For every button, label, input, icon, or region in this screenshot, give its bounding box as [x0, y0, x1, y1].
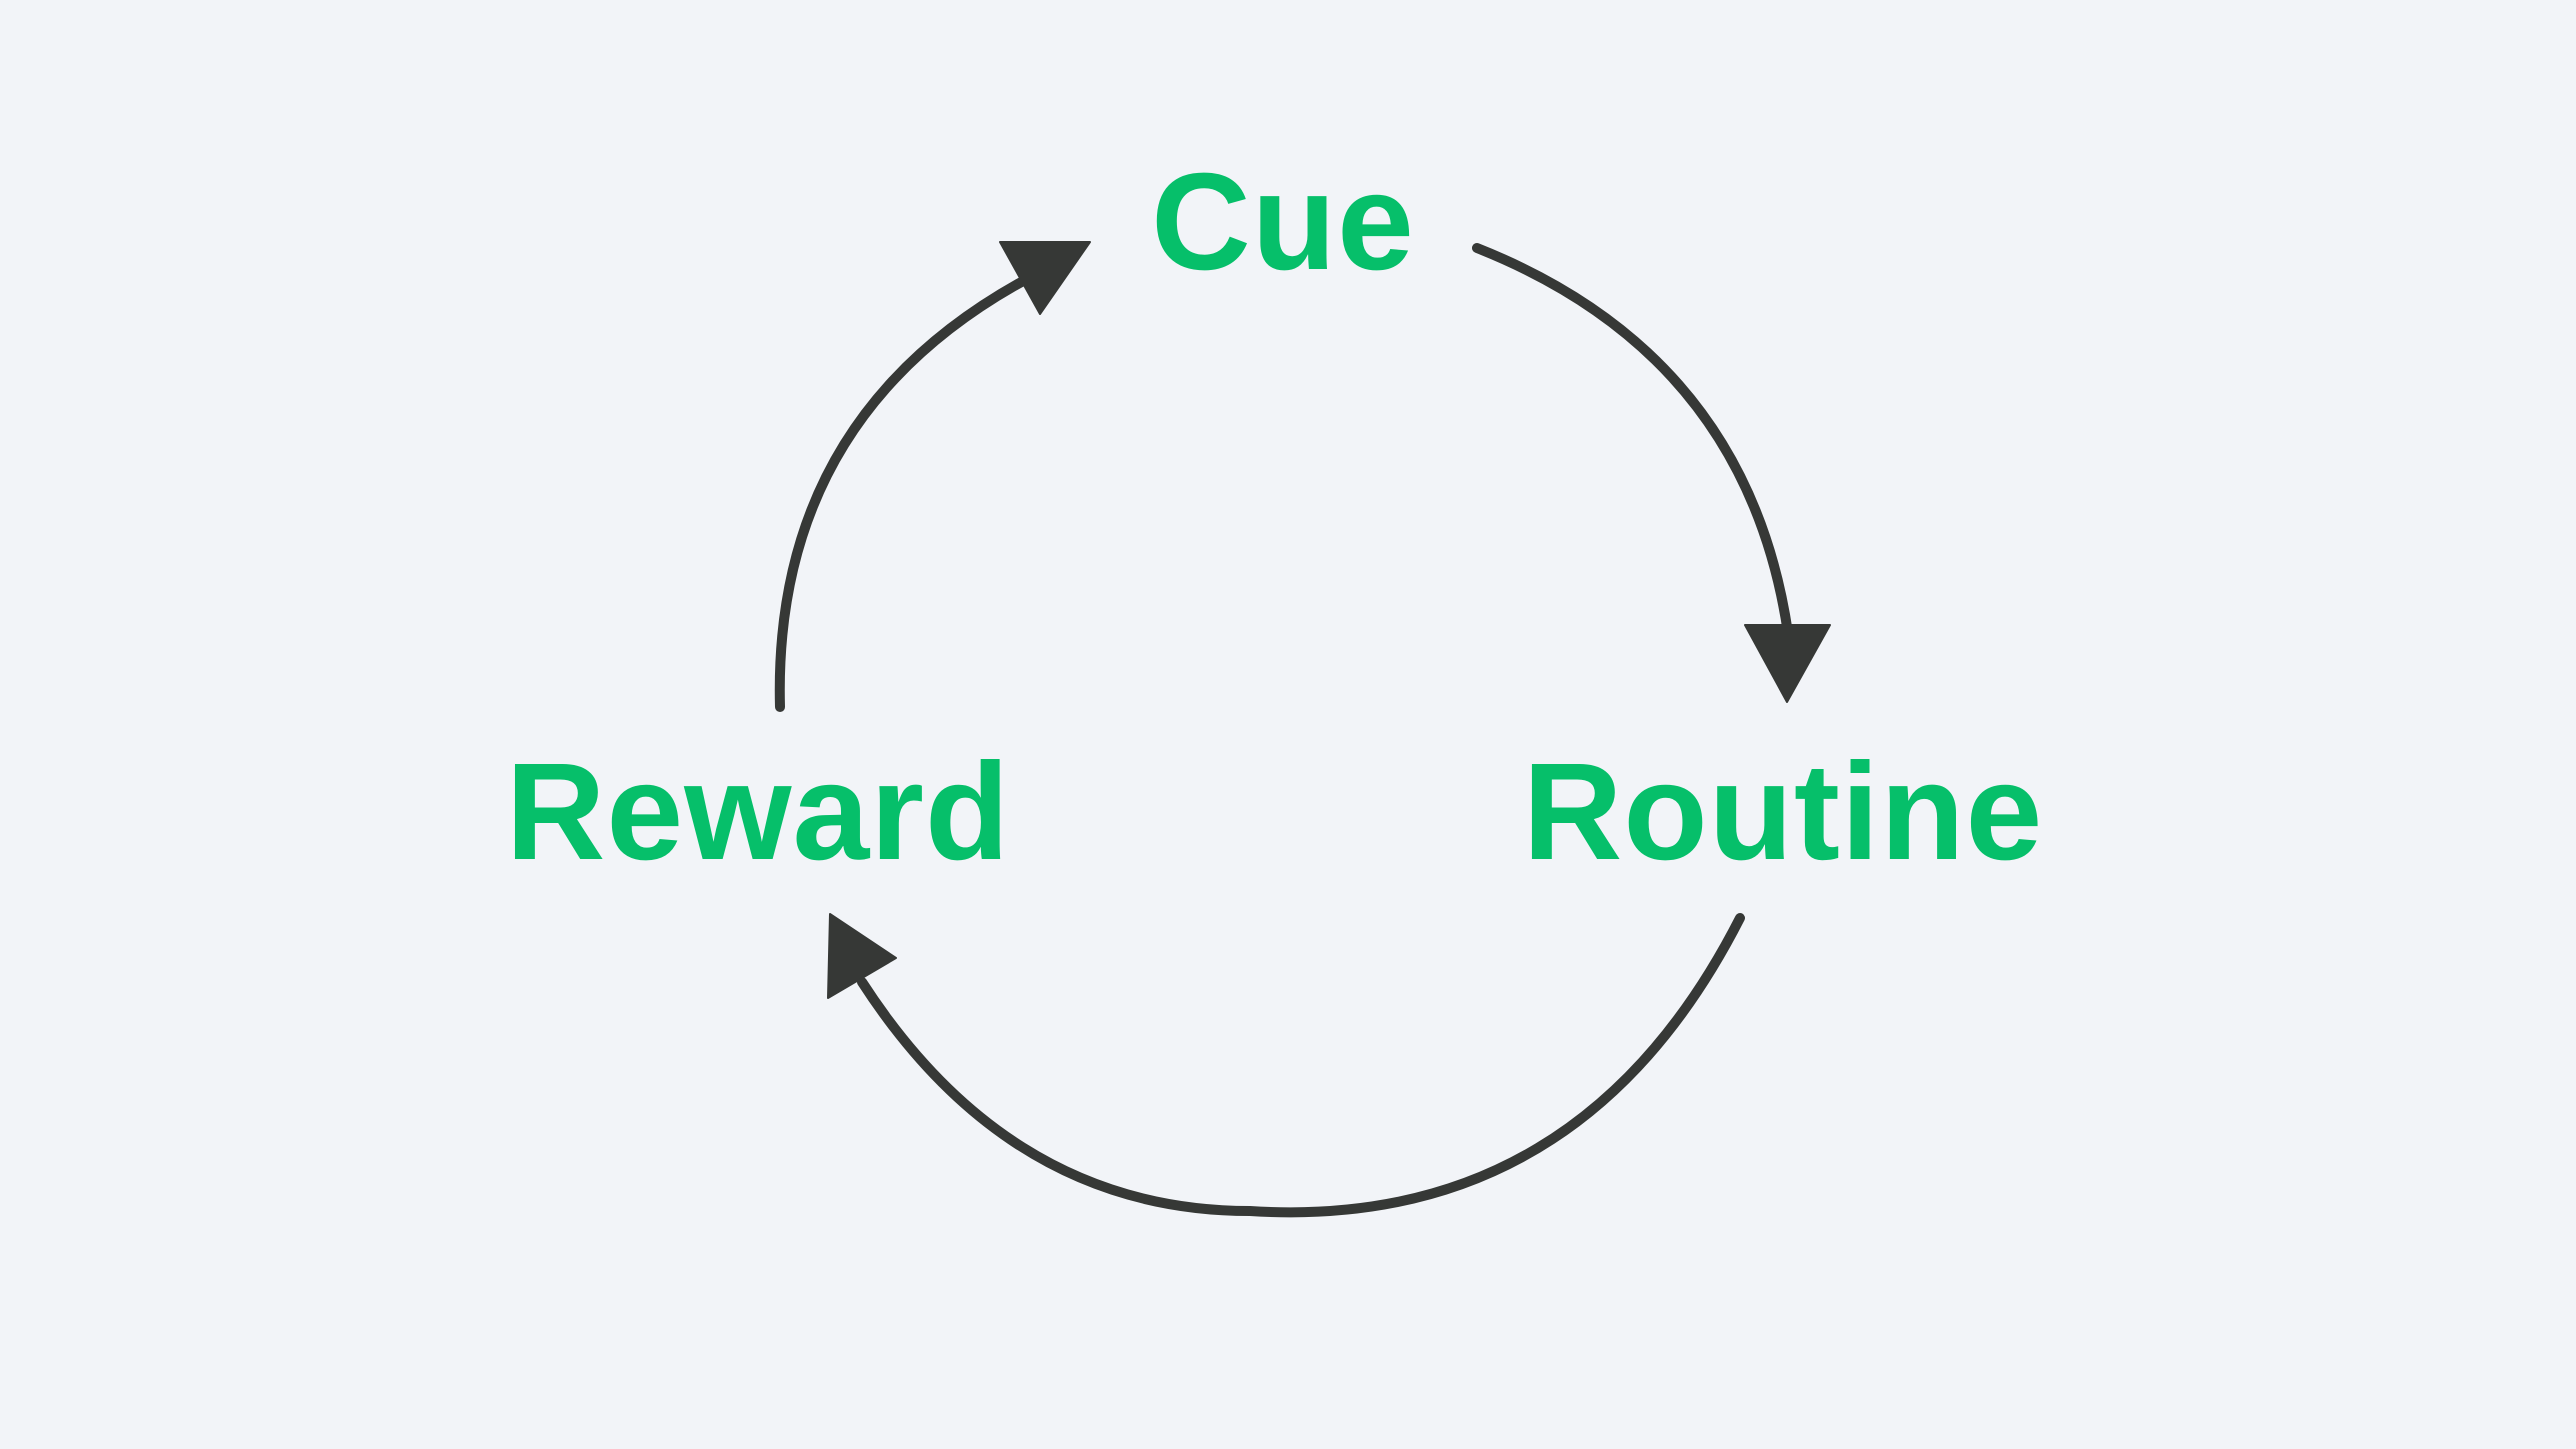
arrow-reward-to-cue [774, 267, 1045, 712]
cue-label: Cue [1151, 145, 1415, 299]
arrowhead-reward [827, 913, 897, 999]
reward-label: Reward [505, 735, 1011, 889]
arrow-routine-to-reward [857, 913, 1745, 1218]
routine-label: Routine [1522, 735, 2044, 889]
arrowhead-cue [999, 241, 1091, 315]
arrowhead-routine [1744, 624, 1831, 703]
arrow-cue-to-routine [1472, 243, 1793, 638]
